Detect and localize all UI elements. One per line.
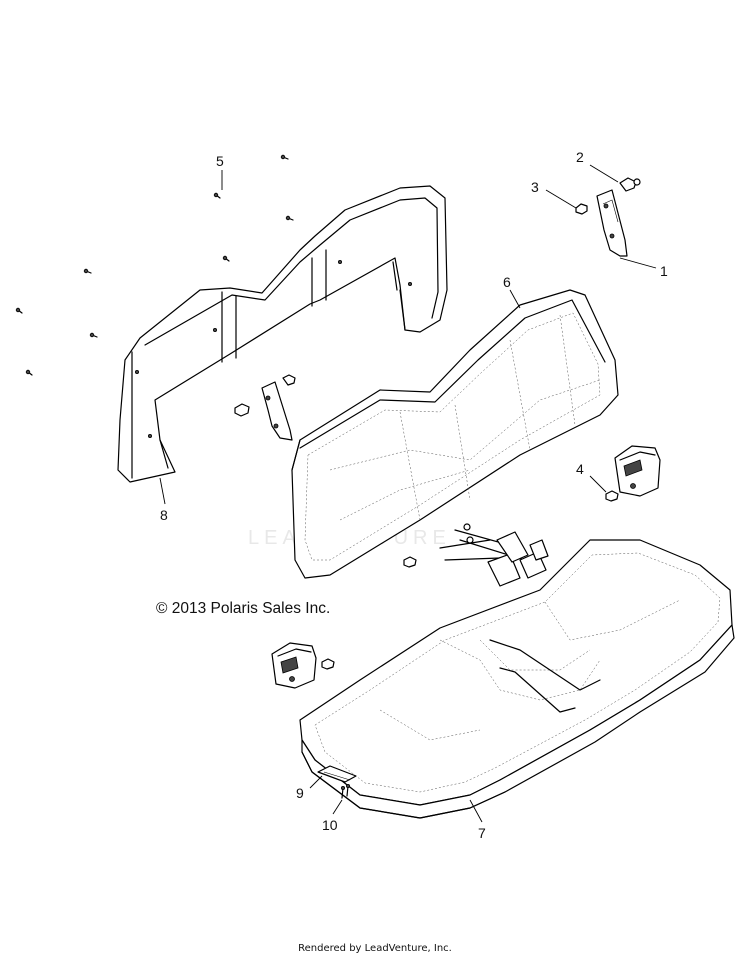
callout-6: 6 [503, 274, 511, 290]
callout-7: 7 [478, 825, 486, 841]
part-1-hinge-bracket[interactable] [596, 189, 628, 257]
footer-credit: Rendered by LeadVenture, Inc. [298, 943, 452, 954]
callout-3: 3 [531, 179, 539, 195]
leader-lines [159, 164, 657, 823]
part-6-seat-back-cushion[interactable] [291, 289, 619, 579]
seat-belt-buckles[interactable] [403, 523, 549, 587]
part-3-nut[interactable] [575, 203, 588, 215]
copyright-text: © 2013 Polaris Sales Inc. [156, 600, 331, 617]
part-2-bolt[interactable] [619, 177, 641, 192]
part-10-screws[interactable] [340, 784, 350, 799]
part-8-seat-back-frame[interactable] [117, 185, 448, 483]
part-7-seat-base-cushion[interactable] [299, 539, 735, 819]
callout-9: 9 [296, 785, 304, 801]
callout-4: 4 [576, 461, 584, 477]
callout-5: 5 [216, 153, 224, 169]
part-9-plate[interactable] [317, 765, 357, 783]
callout-8: 8 [160, 507, 168, 523]
part-5-screws[interactable] [15, 154, 294, 376]
hinge-bracket-left[interactable] [234, 374, 296, 441]
callout-10: 10 [322, 817, 338, 833]
callout-2: 2 [576, 149, 584, 165]
part-4-latch-right[interactable] [605, 445, 661, 502]
callout-1: 1 [660, 263, 668, 279]
part-4-latch-left[interactable] [271, 642, 335, 689]
